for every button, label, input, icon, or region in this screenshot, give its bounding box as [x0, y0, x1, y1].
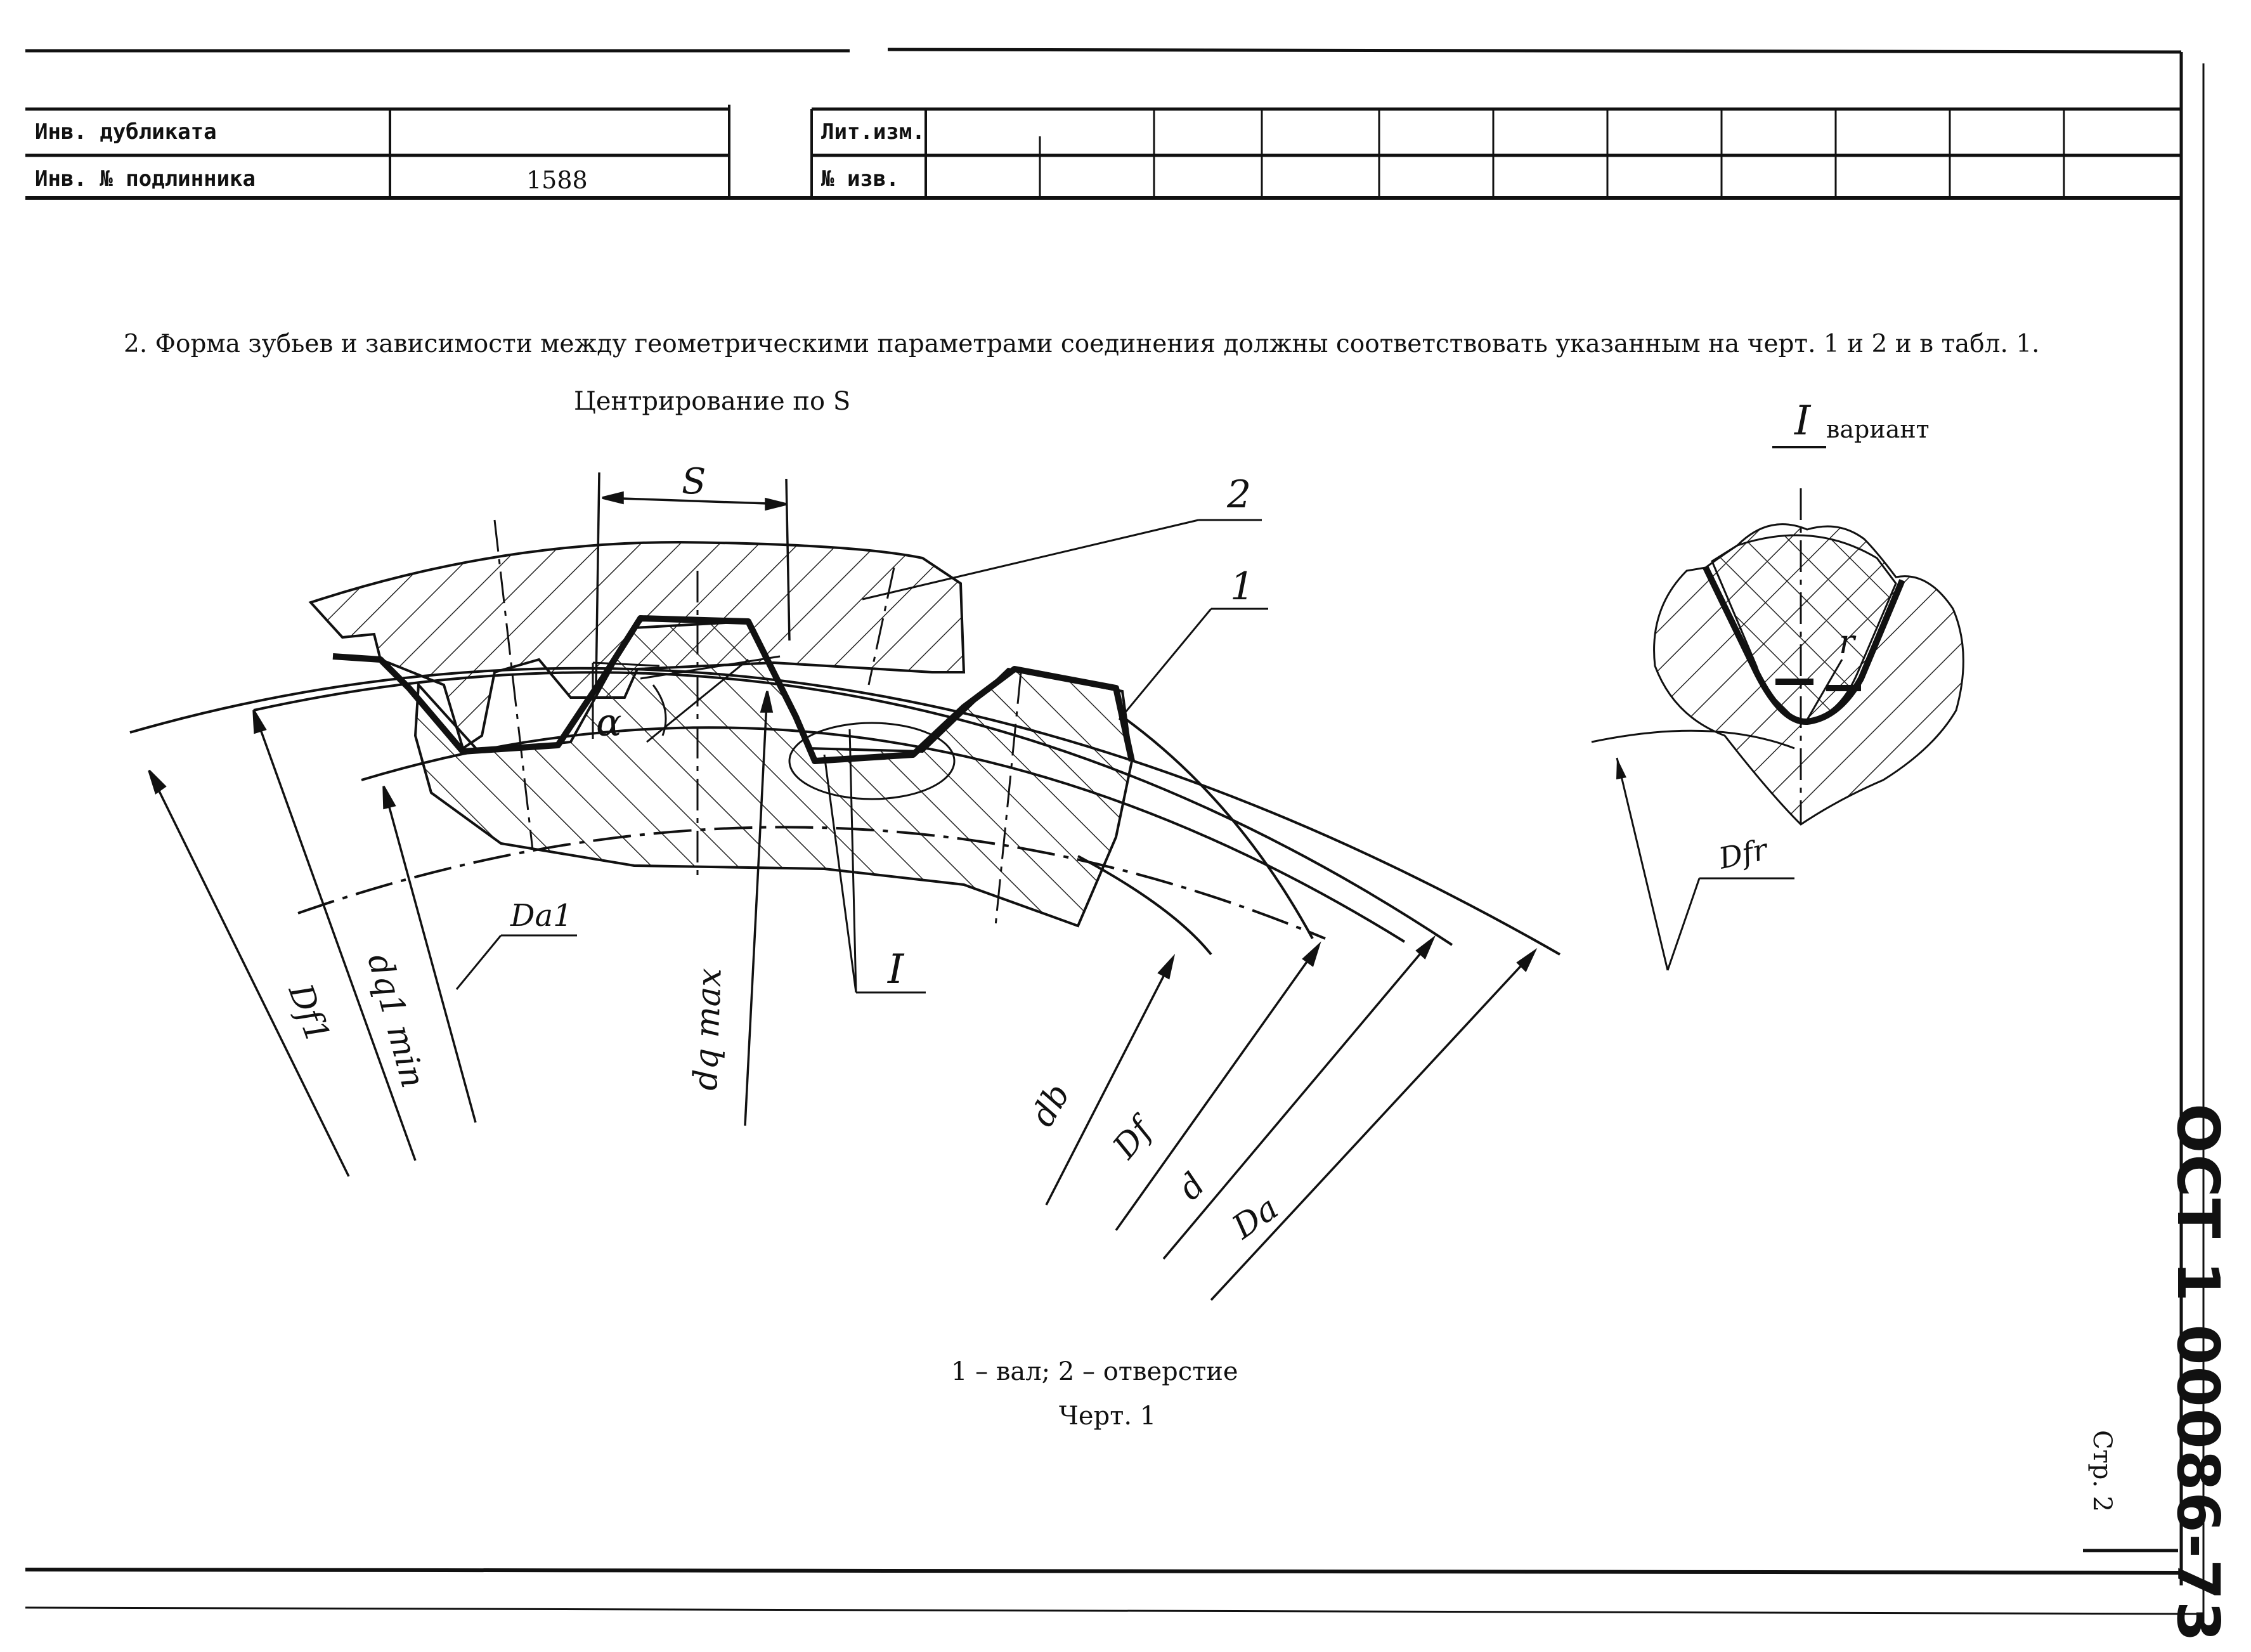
figure-legend: 1 – вал; 2 – отверстие [951, 1357, 1238, 1386]
detail-mark: I [1794, 398, 1812, 445]
arc-dq1min [253, 671, 1453, 946]
inv-original-value: 1588 [526, 166, 588, 194]
label-r: r [1839, 623, 1857, 661]
centering-title: Центрирование по S [574, 387, 851, 416]
arc-Df1 [129, 667, 1560, 956]
page-label: Стр. 2 [2087, 1430, 2117, 1512]
arc-Df [1121, 715, 1314, 939]
label-dqmax: dq max [687, 968, 729, 1091]
requirement-paragraph: 2. Форма зубьев и зависимости между геом… [124, 330, 2040, 358]
inv-original-label: Инв. № подлинника [35, 166, 256, 192]
label-Dfr: Dfr [1715, 832, 1772, 876]
label-Da1: Da1 [510, 898, 573, 933]
label-S: S [682, 461, 706, 502]
label-1: 1 [1230, 564, 1254, 609]
tooth-profile [332, 615, 1135, 764]
label-2: 2 [1226, 472, 1251, 517]
label-alpha: α [596, 701, 622, 745]
inv-duplicate-label: Инв. дубликата [35, 119, 217, 145]
lit-change-label: Лит.изм. [821, 119, 925, 145]
notice-label: № изв. [821, 166, 899, 192]
arc-db [1077, 855, 1212, 956]
label-detail-ref: I [887, 946, 905, 993]
figure-caption: Черт. 1 [1059, 1402, 1157, 1431]
doc-code: ОСТ 1 00086-73 [2164, 1103, 2232, 1643]
detail-title: вариант [1826, 415, 1930, 443]
